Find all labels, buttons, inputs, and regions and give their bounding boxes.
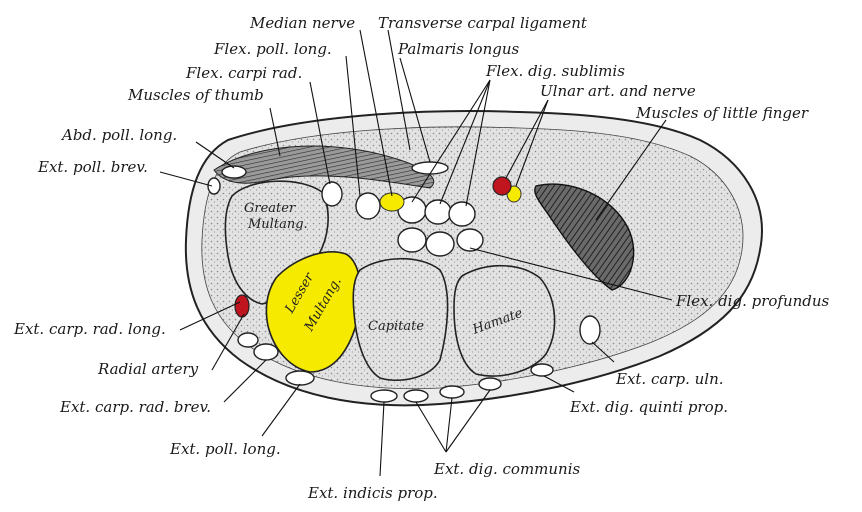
label-ext-poll-brev: Ext. poll. brev.: [37, 158, 148, 176]
extensor-tendons: [207, 165, 601, 403]
label-ext-poll-long: Ext. poll. long.: [169, 440, 281, 458]
label-flex-carpi-rad: Flex. carpi rad.: [185, 64, 302, 82]
tendon-ext-carp-rad-brev: [253, 343, 279, 361]
label-ext-dig-quinti-prop: Ext. dig. quinti prop.: [569, 398, 728, 416]
capitate-bone: [352, 257, 449, 382]
label-ext-indicis-prop: Ext. indicis prop.: [307, 484, 438, 502]
tendon-sublimis-3: [448, 201, 476, 227]
little-finger-muscle: [534, 183, 635, 291]
tendon-abd-poll-long: [221, 165, 247, 179]
lesser-multangular-bone: [265, 251, 362, 373]
tendon-ext-indicis-prop: [370, 389, 398, 403]
label-transverse-carpal-ligament: Transverse carpal ligament: [378, 14, 588, 32]
tendon-palmaris-longus: [411, 161, 449, 175]
ulnar-artery: [492, 176, 512, 196]
flexor-tendons: [321, 161, 484, 257]
tendon-ext-poll-brev: [207, 177, 221, 195]
label-muscles-of-little-finger: Muscles of little finger: [635, 104, 809, 122]
label-radial-artery: Radial artery: [97, 360, 199, 378]
label-ext-carp-rad-long: Ext. carp. rad. long.: [13, 320, 166, 338]
label-muscles-of-thumb: Muscles of thumb: [127, 86, 264, 104]
tendon-ext-dig-communis-3: [478, 377, 502, 391]
greater-multang-label-line2: Multang.: [247, 217, 308, 232]
label-flex-dig-profundus: Flex. dig. profundus: [675, 292, 830, 310]
tendon-ext-dig-communis-1: [403, 389, 429, 403]
tendon-profundus-2: [425, 231, 455, 257]
label-abd-poll-long: Abd. poll. long.: [60, 126, 177, 144]
tendon-flex-poll-long: [355, 192, 381, 220]
tendon-ext-carp-rad-long: [237, 332, 259, 348]
radial-artery: [234, 294, 250, 318]
tendon-flex-carpi-rad: [321, 181, 343, 207]
label-ext-dig-communis: Ext. dig. communis: [433, 460, 581, 478]
thumb-muscle: [213, 145, 435, 189]
hamate-bone: [453, 264, 556, 377]
tendon-ext-dig-quinti-prop: [530, 363, 554, 377]
greater-multang-label-line1: Greater: [244, 201, 296, 216]
tendon-ext-poll-long: [285, 370, 315, 386]
tendon-profundus-3: [456, 228, 484, 252]
tendon-ext-dig-communis-2: [439, 385, 465, 399]
leader-lines: [159, 29, 673, 477]
label-median-nerve: Median nerve: [249, 14, 355, 32]
label-ext-carp-rad-brev: Ext. carp. rad. brev.: [59, 398, 211, 416]
label-ext-carp-uln: Ext. carp. uln.: [615, 370, 724, 388]
tendon-sublimis-2: [424, 199, 452, 225]
tendon-profundus-1: [397, 227, 427, 253]
median-nerve: [379, 192, 405, 212]
label-flex-dig-sublimis: Flex. dig. sublimis: [485, 62, 625, 80]
label-flex-poll-long: Flex. poll. long.: [213, 40, 332, 58]
label-palmaris-longus: Palmaris longus: [397, 40, 520, 58]
tendon-ext-carp-uln: [579, 315, 601, 345]
label-ulnar-art-and-nerve: Ulnar art. and nerve: [540, 82, 696, 100]
capitate-label: Capitate: [368, 319, 424, 334]
